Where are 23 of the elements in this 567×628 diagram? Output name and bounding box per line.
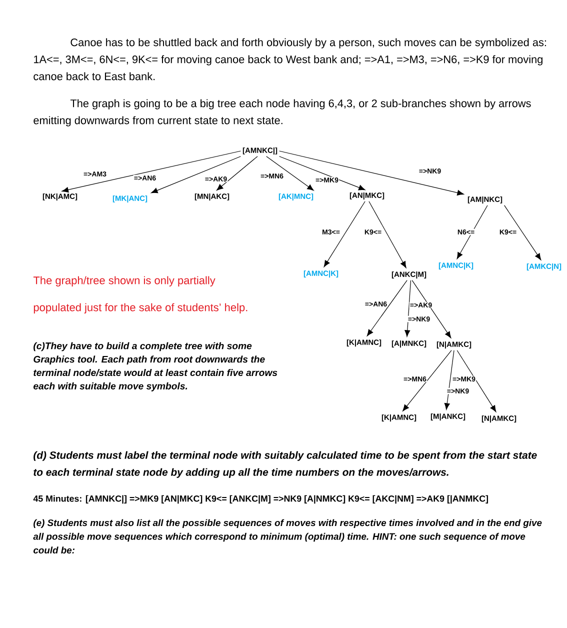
arrow: [62, 150, 241, 193]
paragraph: The graph is going to be a big tree each node having 6,4,3, or 2 sub-branches shown by arrows emitting downwards from current state to next state.: [34, 99, 531, 126]
arrow: [412, 280, 452, 338]
arrow: [324, 201, 366, 268]
note-text: The graph/tree shown is only partially populated just for the sake of students’ help.: [33, 276, 248, 314]
arrow: [266, 156, 314, 191]
arrow: [402, 350, 452, 412]
arrow: [456, 205, 488, 260]
arrow: [444, 350, 454, 410]
instruction-text: (e) Students must also list all the possible sequences of moves with respective times involved and in the end give all possible move sequences which correspond to minimum (optimal) time. HINT: one such sequence of move could be:: [33, 519, 542, 554]
example-sequence: 45 Minutes: [AMNKC|] =>MK9 [AN|MKC] K9<= [ANKC|M] =>NK9 [A|NMKC] K9<= [AKC|NM] =>AK9 [|ANMKC]: [33, 495, 488, 504]
arrow: [366, 280, 408, 336]
arrow: [216, 156, 258, 191]
arrow: [404, 280, 412, 337]
instruction-text: (c)They have to build a complete tree with some Graphics tool. Each path from root downwards the terminal node/state would at least contain five arrows each with suitable move symbols.: [34, 342, 278, 392]
paragraph: Canoe has to be shuttled back and forth obviously by a person, such moves can be symbolized as: 1A<=, 3M<=, 6N<=, 9K<= for moving canoe back to West bank and; =>A1, =>M3, =>N6, =>K9 for moving canoe back to East bank.: [34, 38, 546, 80]
arrow: [279, 150, 464, 196]
arrow: [279, 156, 366, 190]
arrow: [151, 156, 241, 194]
arrow: [504, 205, 542, 260]
arrow: [456, 350, 496, 412]
arrow: [368, 201, 406, 268]
instruction-text: (d) Students must label the terminal node with suitably calculated time to be spent from the start state to each terminal state node by adding up all the time numbers on the moves/arrows.: [34, 451, 537, 478]
